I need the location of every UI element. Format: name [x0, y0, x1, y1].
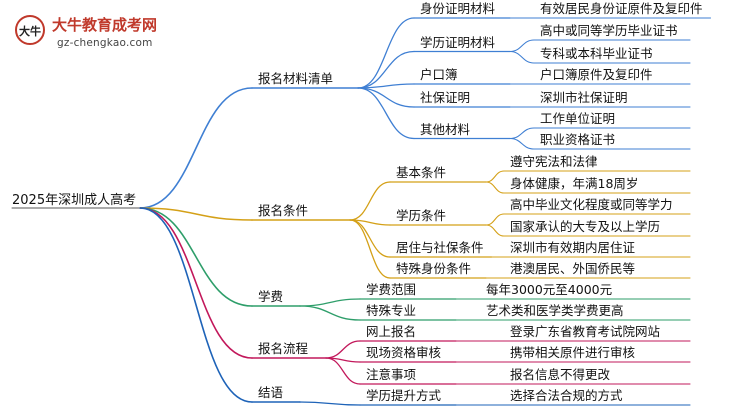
branch-label: 结语: [258, 385, 284, 400]
leaf-connector: [485, 213, 505, 226]
leaf-connector: [509, 137, 535, 150]
leaf-label: 工作单位证明: [540, 111, 616, 126]
branch-connector: [139, 207, 253, 307]
child-connector: [357, 17, 415, 89]
child-label: 注意事项: [366, 367, 417, 382]
leaf-connector: [509, 127, 535, 140]
leaf-label: 携带相关原件进行审核: [510, 345, 636, 360]
leaf-label: 报名信息不得更改: [510, 367, 611, 382]
child-label: 网上报名: [366, 324, 417, 339]
child-connector: [325, 340, 361, 359]
child-label: 居住与社保条件: [396, 240, 484, 255]
logo-mark-icon: 大牛: [15, 15, 45, 45]
child-label: 其他材料: [420, 121, 471, 137]
child-label: 基本条件: [396, 165, 447, 180]
logo-mark-text: 大牛: [19, 24, 41, 38]
child-connector: [299, 298, 361, 307]
child-connector: [299, 305, 361, 321]
leaf-connector: [485, 181, 505, 194]
leaf-label: 专科或本科毕业证书: [540, 46, 653, 61]
child-label: 学历条件: [396, 208, 447, 223]
leaf-label: 选择合法合规的方式: [510, 388, 623, 403]
branch-connector: [139, 207, 253, 403]
child-connector: [325, 357, 361, 385]
child-label: 社保证明: [420, 90, 471, 105]
child-connector: [349, 181, 391, 221]
leaf-label: 深圳市有效期内居住证: [510, 240, 636, 255]
leaf-label: 高中毕业文化程度或同等学力: [510, 197, 673, 212]
branch-connector: [139, 207, 253, 221]
child-label: 学费范围: [366, 282, 417, 297]
child-connector: [357, 50, 415, 89]
leaf-label: 港澳居民、外国侨民等: [510, 261, 636, 276]
leaf-label: 有效居民身份证原件及复印件: [540, 1, 703, 16]
branch-connector: [139, 87, 253, 209]
child-connector: [357, 87, 415, 140]
branch-label: 报名材料清单: [258, 71, 334, 86]
leaf-label: 登录广东省教育考试院网站: [510, 324, 661, 339]
leaf-connector: [485, 170, 505, 183]
branch-label: 报名流程: [258, 341, 309, 356]
branch-label: 学费: [258, 289, 284, 304]
child-label: 户口簿: [420, 67, 458, 82]
leaf-connector: [509, 39, 535, 53]
child-label: 特殊身份条件: [396, 261, 472, 276]
leaf-label: 户口簿原件及复印件: [540, 67, 653, 82]
leaf-label: 国家承认的大专及以上学历: [510, 219, 661, 234]
child-label: 学历提升方式: [366, 388, 442, 403]
child-connector: [349, 219, 391, 258]
leaf-label: 遵守宪法和法律: [510, 154, 598, 169]
leaf-label: 艺术类和医学类学费更高: [486, 303, 624, 318]
child-connector: [299, 401, 361, 406]
leaf-label: 深圳市社保证明: [540, 90, 628, 105]
logo-brand-name: 大牛教育成考网: [52, 16, 158, 34]
child-connector: [357, 87, 415, 108]
leaf-label: 每年3000元至4000元: [486, 282, 613, 297]
leaf-connector: [485, 224, 505, 237]
leaf-label: 身体健康，年满18周岁: [510, 176, 639, 191]
leaf-connector: [509, 50, 535, 64]
child-label: 学历证明材料: [420, 34, 496, 50]
root-topic: 2025年深圳成人高考: [12, 193, 137, 208]
leaf-label: 职业资格证书: [540, 132, 616, 147]
branch-connector: [139, 207, 253, 359]
child-label: 身份证明材料: [420, 1, 496, 16]
logo-url: gz-chengkao.com: [57, 37, 153, 49]
child-connector: [349, 219, 391, 279]
child-label: 现场资格审核: [366, 345, 442, 360]
leaf-label: 高中或同等学历毕业证书: [540, 23, 678, 38]
child-label: 特殊专业: [366, 303, 417, 318]
branch-label: 报名条件: [258, 203, 309, 218]
